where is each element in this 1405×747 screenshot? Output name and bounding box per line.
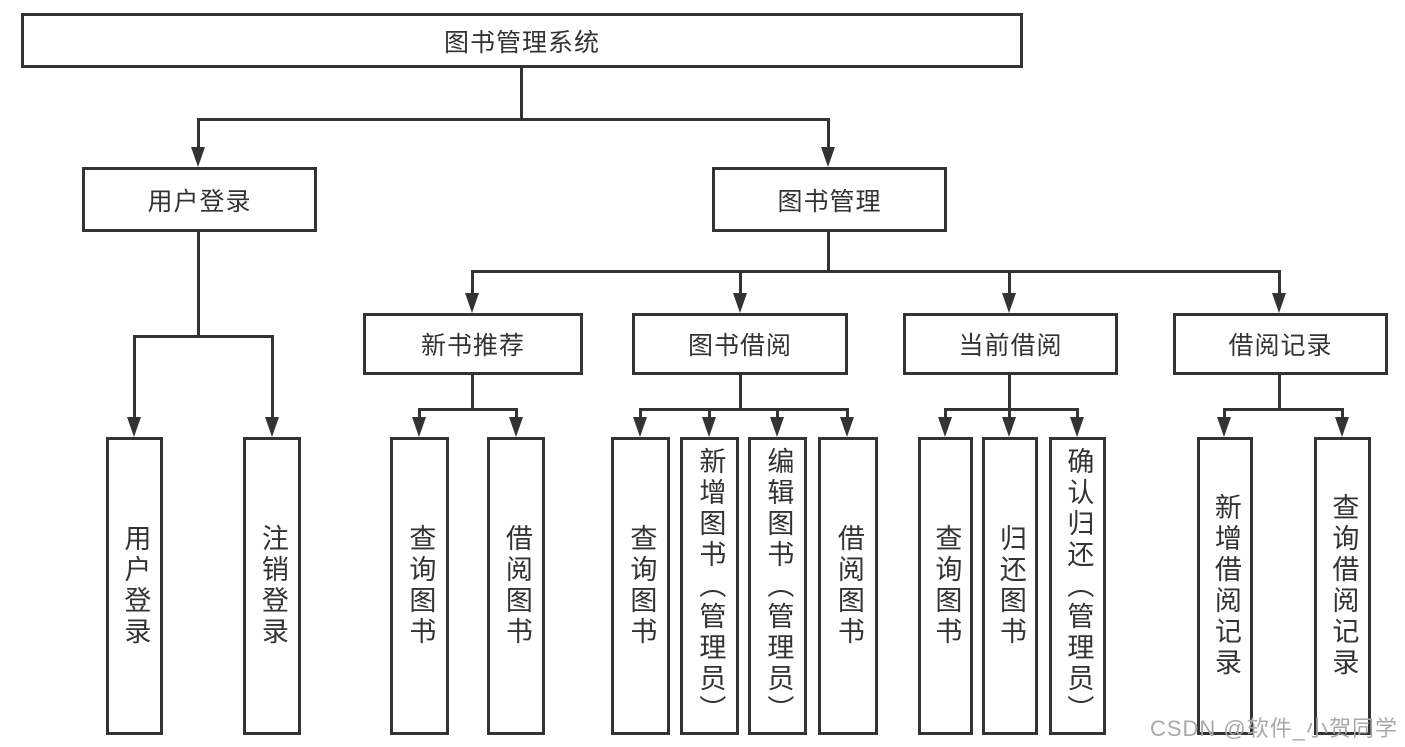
node-label: 新书推荐 xyxy=(420,332,525,360)
leaf-label: 归还图书 xyxy=(995,524,1026,648)
arrow-down-icon xyxy=(1272,293,1286,313)
node-label: 图书借阅 xyxy=(687,332,792,360)
leaf-label: 用户登录 xyxy=(120,524,151,648)
leaf-label: 查询图书 xyxy=(626,524,657,648)
connector-to-leaf xyxy=(1223,408,1226,420)
connector-recommend-rail xyxy=(418,408,518,411)
leaf-return-books: 归还图书 xyxy=(982,437,1038,735)
connector-to-leaf xyxy=(1341,408,1344,420)
arrow-down-icon xyxy=(840,417,854,437)
connector-to-leaf xyxy=(271,335,274,419)
leaf-label: 查询图书 xyxy=(405,524,436,648)
connector-borrowing-stem xyxy=(739,375,742,411)
connector-to-leaf xyxy=(133,335,136,419)
arrow-down-icon xyxy=(1002,417,1016,437)
connector-to-leaf xyxy=(1008,408,1011,420)
leaf-edit-books-admin: 编辑图书（管理员） xyxy=(748,437,807,735)
arrow-down-icon xyxy=(265,417,279,437)
node-new-book-recommendation: 新书推荐 xyxy=(363,313,583,375)
node-book-management: 图书管理 xyxy=(712,167,947,232)
leaf-logout: 注销登录 xyxy=(243,437,301,735)
connector-to-level3 xyxy=(1008,270,1011,296)
arrow-down-icon xyxy=(127,417,141,437)
node-label: 当前借阅 xyxy=(958,332,1063,360)
arrow-down-icon xyxy=(821,147,835,167)
node-user-login: 用户登录 xyxy=(82,167,317,232)
leaf-label: 新增借阅记录 xyxy=(1210,493,1241,679)
connector-records-rail xyxy=(1223,408,1344,411)
arrow-down-icon xyxy=(1002,293,1016,313)
leaf-label: 新增图书（管理员） xyxy=(695,446,726,726)
connector-book-management-rail xyxy=(471,270,1281,273)
leaf-label: 借阅图书 xyxy=(833,524,864,648)
arrow-down-icon xyxy=(191,147,205,167)
leaf-label: 查询图书 xyxy=(931,524,962,648)
connector-to-leaf xyxy=(515,408,518,420)
node-library-management-system: 图书管理系统 xyxy=(21,13,1023,68)
connector-book-management-stem xyxy=(827,232,830,273)
connector-user-login-stem xyxy=(197,232,200,335)
arrow-down-icon xyxy=(633,417,647,437)
connector-to-leaf xyxy=(846,408,849,420)
connector-current-rail xyxy=(944,408,1079,411)
arrow-down-icon xyxy=(465,293,479,313)
leaf-borrow-books-recommend: 借阅图书 xyxy=(487,437,545,735)
leaf-label: 注销登录 xyxy=(257,524,288,648)
arrow-down-icon xyxy=(770,417,784,437)
node-borrowing-records: 借阅记录 xyxy=(1173,313,1388,375)
connector-records-stem xyxy=(1278,375,1281,411)
leaf-label: 确认归还（管理员） xyxy=(1063,446,1094,726)
arrow-down-icon xyxy=(733,293,747,313)
leaf-add-books-admin: 新增图书（管理员） xyxy=(680,437,739,735)
arrow-down-icon xyxy=(1217,417,1231,437)
node-current-borrowing: 当前借阅 xyxy=(903,313,1118,375)
connector-borrowing-rail xyxy=(639,408,849,411)
connector-to-leaf xyxy=(708,408,711,420)
connector-current-stem xyxy=(1008,375,1011,411)
connector-to-book-management xyxy=(827,118,830,149)
arrow-down-icon xyxy=(938,417,952,437)
leaf-add-borrow-record: 新增借阅记录 xyxy=(1197,437,1253,735)
leaf-query-books-current: 查询图书 xyxy=(918,437,973,735)
arrow-down-icon xyxy=(1335,417,1349,437)
node-label: 用户登录 xyxy=(147,187,252,216)
node-label: 图书管理 xyxy=(777,187,882,216)
node-book-borrowing: 图书借阅 xyxy=(632,313,848,375)
connector-to-leaf xyxy=(639,408,642,420)
connector-to-level3 xyxy=(471,270,474,296)
connector-to-leaf xyxy=(944,408,947,420)
node-label: 图书管理系统 xyxy=(443,28,600,57)
connector-root-stem xyxy=(520,68,523,118)
connector-root-rail xyxy=(197,118,830,121)
connector-to-leaf xyxy=(1076,408,1079,420)
connector-to-level3 xyxy=(1278,270,1281,296)
leaf-borrow-books-borrowing: 借阅图书 xyxy=(818,437,878,735)
arrow-down-icon xyxy=(509,417,523,437)
leaf-user-login: 用户登录 xyxy=(106,437,163,735)
leaf-label: 查询借阅记录 xyxy=(1328,493,1359,679)
connector-user-login-rail xyxy=(133,335,274,338)
leaf-query-books-recommend: 查询图书 xyxy=(390,437,449,735)
leaf-query-books-borrowing: 查询图书 xyxy=(611,437,670,735)
leaf-label: 编辑图书（管理员） xyxy=(763,446,794,726)
leaf-label: 借阅图书 xyxy=(501,524,532,648)
connector-to-user-login xyxy=(197,118,200,149)
connector-to-level3 xyxy=(739,270,742,296)
leaf-query-borrow-record: 查询借阅记录 xyxy=(1314,437,1371,735)
connector-recommend-stem xyxy=(471,375,474,411)
arrow-down-icon xyxy=(1070,417,1084,437)
csdn-watermark: CSDN @软件_小贺同学 xyxy=(1149,716,1398,741)
connector-to-leaf xyxy=(418,408,421,420)
arrow-down-icon xyxy=(702,417,716,437)
node-label: 借阅记录 xyxy=(1228,332,1333,360)
arrow-down-icon xyxy=(412,417,426,437)
connector-to-leaf xyxy=(776,408,779,420)
leaf-confirm-return-admin: 确认归还（管理员） xyxy=(1049,437,1106,735)
